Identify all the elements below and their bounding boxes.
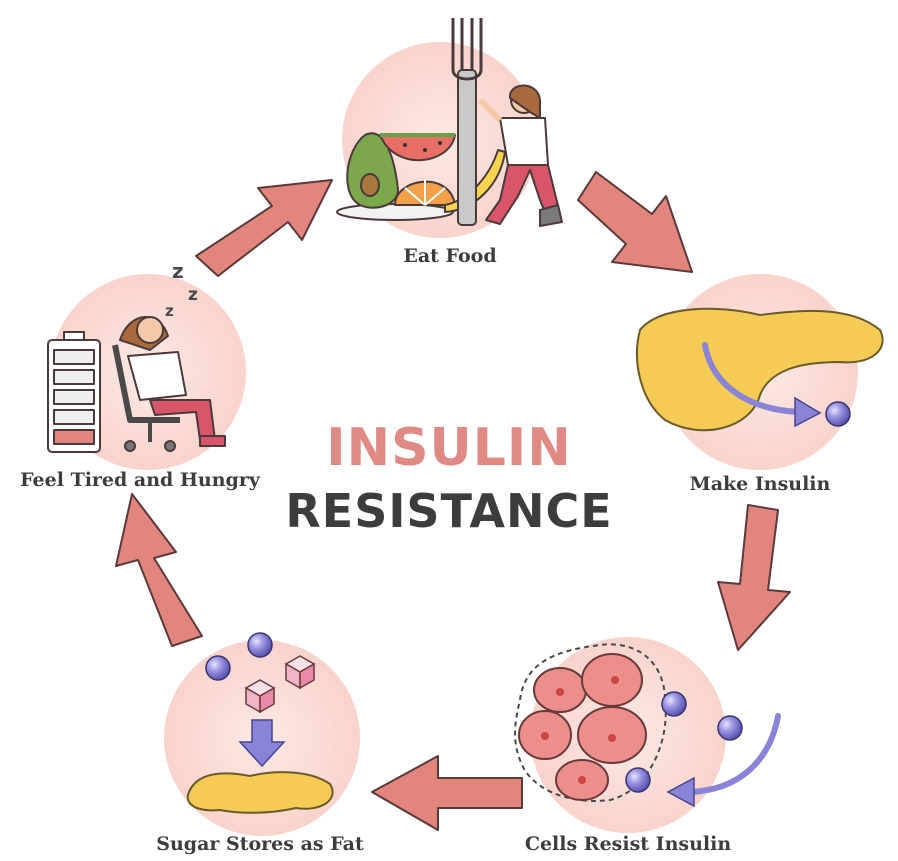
step-cells-resist: Cells Resist Insulin	[514, 637, 781, 855]
insulin-molecule-icon	[717, 715, 743, 741]
insulin-molecule-icon	[661, 691, 687, 717]
step-sugar-stores: Sugar Stores as Fat	[156, 632, 364, 855]
tired-person-icon	[47, 316, 226, 453]
zzz-sleep-icon: z	[172, 259, 184, 283]
cycle-arrows	[115, 171, 791, 831]
step-label-eat-food: Eat Food	[403, 245, 496, 267]
arrow-cells-to-sugar	[371, 755, 523, 831]
arrow-tired-to-eat	[195, 179, 333, 277]
step-label-cells-resist: Cells Resist Insulin	[525, 833, 731, 855]
arrow-insulin-to-cells	[717, 504, 791, 651]
cells-icon	[514, 643, 667, 802]
step-label-feel-tired: Feel Tired and Hungry	[20, 469, 261, 491]
food-plate-icon	[336, 18, 563, 227]
pancreas-icon	[636, 307, 884, 432]
step-eat-food: Eat Food	[336, 18, 563, 267]
arrow-sugar-to-tired	[115, 493, 203, 647]
zzz-sleep-icon: z	[165, 302, 174, 320]
sugar-to-fat-icon	[186, 632, 334, 814]
zzz-sleep-icon: z	[188, 285, 198, 305]
arrow-eat-to-insulin	[577, 171, 693, 273]
step-label-sugar-stores: Sugar Stores as Fat	[156, 833, 364, 855]
title-resistance: RESISTANCE	[285, 484, 613, 538]
step-make-insulin: Make Insulin	[636, 274, 884, 495]
title-insulin: INSULIN	[326, 418, 572, 478]
deflect-arrow-icon	[687, 713, 781, 795]
insulin-molecule-icon	[625, 767, 651, 793]
insulin-molecule-icon	[825, 401, 851, 427]
step-feel-tired: z z z Feel Tired and Hungry	[20, 259, 261, 491]
step-label-make-insulin: Make Insulin	[690, 473, 831, 495]
